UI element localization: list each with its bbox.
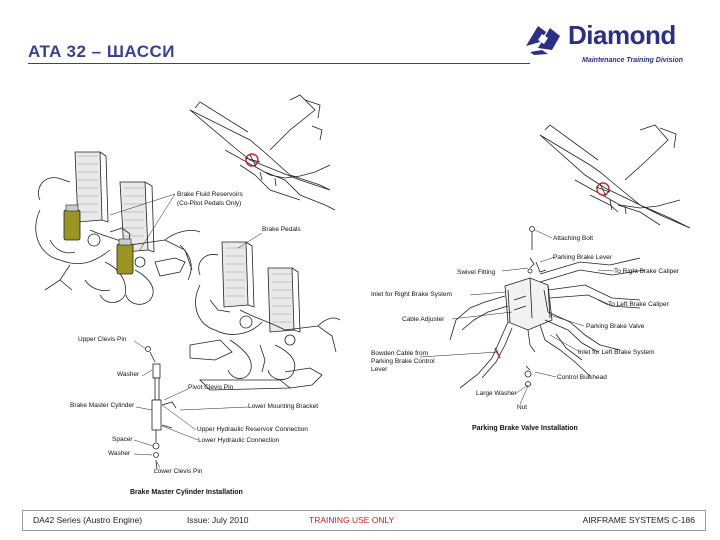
label-brake-fluid-reservoirs: Brake Fluid Reservoirs xyxy=(177,191,243,198)
label-brake-pedals: Brake Pedals xyxy=(262,226,301,233)
label-attaching-bolt: Attaching Bolt xyxy=(553,235,593,242)
caption-parking-brake-valve-installation: Parking Brake Valve Installation xyxy=(472,425,578,432)
left-leader-lines xyxy=(109,193,263,469)
footer-page-reference: AIRFRAME SYSTEMS C-186 xyxy=(582,515,695,525)
label-lower-hydraulic-connection: Lower Hydraulic Connection xyxy=(198,437,280,444)
label-upper-clevis-pin: Upper Clevis Pin xyxy=(78,336,127,343)
label-spacer: Spacer xyxy=(112,436,133,443)
right-leader-lines xyxy=(419,229,615,405)
master-cylinder-parts xyxy=(145,346,177,471)
brake-pedal-assembly-lower xyxy=(189,241,341,391)
label-pivot-clevis-pin: Pivot Clevis Pin xyxy=(188,384,234,391)
label-washer-lower: Washer xyxy=(108,450,131,457)
label-inlet-for-left-brake-system: Inlet for Left Brake System xyxy=(578,349,655,356)
label-inlet-for-right-brake-system: Inlet for Right Brake System xyxy=(371,291,452,298)
brake-fluid-reservoirs xyxy=(63,204,134,275)
footer-training-notice: TRAINING USE ONLY xyxy=(309,515,395,525)
title-divider xyxy=(28,63,530,64)
diamond-logo-icon xyxy=(526,26,560,55)
label-upper-hydraulic-reservoir-connection: Upper Hydraulic Reservoir Connection xyxy=(197,426,308,433)
label-parking-brake-lever: Parking Brake Lever xyxy=(553,254,613,261)
label-to-right-brake-caliper: To Right Brake Caliper xyxy=(614,268,680,275)
diamond-logo: Diamond Maintenance Training Division xyxy=(524,20,704,68)
footer-bar: DA42 Series (Austro Engine) Issue: July … xyxy=(22,510,706,531)
caption-brake-master-cylinder-installation: Brake Master Cylinder Installation xyxy=(130,489,243,496)
label-cable-adjuster: Cable Adjuster xyxy=(402,316,445,323)
label-nut: Nut xyxy=(517,404,527,411)
airplane-locator-right xyxy=(539,124,691,229)
label-bowden-cable-line3: Lever xyxy=(371,366,388,373)
footer-series: DA42 Series (Austro Engine) xyxy=(33,515,143,525)
label-bowden-cable-line1: Bowden Cable from xyxy=(371,350,428,357)
brake-pedal-assembly-upper xyxy=(35,151,201,305)
label-large-washer: Large Washer xyxy=(476,390,517,397)
label-co-pilot-pedals-only: (Co-Pilot Pedals Only) xyxy=(177,200,241,207)
label-control-bulkhead: Control Bulkhead xyxy=(557,374,607,381)
label-lower-clevis-pin: Lower Clevis Pin xyxy=(154,468,203,475)
label-parking-brake-valve: Parking Brake Valve xyxy=(586,323,645,330)
page-title: ATA 32 – ШАССИ xyxy=(28,42,176,61)
logo-subtitle: Maintenance Training Division xyxy=(582,57,684,64)
label-bowden-cable-line2: Parking Brake Control xyxy=(371,358,435,365)
label-to-left-brake-caliper: To Left Brake Caliper xyxy=(608,301,670,308)
parking-brake-valve-assembly xyxy=(449,226,646,389)
footer-issue: Issue: July 2010 xyxy=(187,515,249,525)
label-brake-master-cylinder: Brake Master Cylinder xyxy=(70,402,135,409)
label-washer-upper: Washer xyxy=(117,371,140,378)
label-lower-mounting-bracket: Lower Mounting Bracket xyxy=(248,403,318,410)
airplane-locator-left xyxy=(189,94,336,211)
label-swivel-fitting: Swivel Fitting xyxy=(457,269,496,276)
logo-wordmark: Diamond xyxy=(568,20,676,50)
